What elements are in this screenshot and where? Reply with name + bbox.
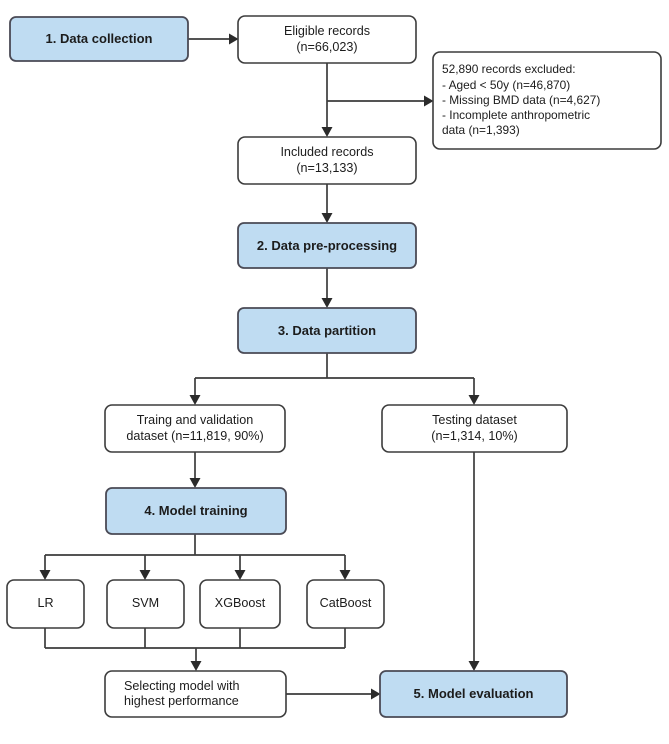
node-box-model-catboost[interactable] (306, 579, 385, 629)
edge-layer (39, 33, 480, 700)
node-box-eligible-records[interactable] (237, 15, 417, 64)
node-box-select-best[interactable] (104, 670, 287, 718)
edge-select-to-evaluation (286, 688, 381, 700)
node-box-partition[interactable] (237, 307, 417, 354)
node-layer (6, 15, 662, 718)
edge-eligible-to-included (321, 63, 333, 137)
edge-models-merge (44, 628, 346, 671)
node-box-model-evaluation[interactable] (379, 670, 568, 718)
node-box-excluded-note[interactable] (432, 51, 662, 150)
node-box-model-lr[interactable] (6, 579, 85, 629)
edge-preprocessing-to-partition (321, 268, 333, 308)
edge-training-fanout (39, 534, 351, 580)
node-box-data-collection[interactable] (9, 16, 189, 62)
node-box-model-training[interactable] (105, 487, 287, 535)
edge-partition-split (189, 353, 480, 405)
node-box-model-svm[interactable] (106, 579, 185, 629)
node-box-train-val[interactable] (104, 404, 286, 453)
edge-collection-to-eligible (188, 33, 239, 45)
edge-testing-to-evaluation (468, 452, 480, 671)
node-box-model-xgboost[interactable] (199, 579, 281, 629)
node-box-preprocessing[interactable] (237, 222, 417, 269)
edge-train-to-model-training (189, 452, 201, 488)
node-box-testing[interactable] (381, 404, 568, 453)
node-box-included-records[interactable] (237, 136, 417, 185)
edge-included-to-preprocessing (321, 184, 333, 223)
edge-eligible-to-excluded (327, 95, 434, 107)
